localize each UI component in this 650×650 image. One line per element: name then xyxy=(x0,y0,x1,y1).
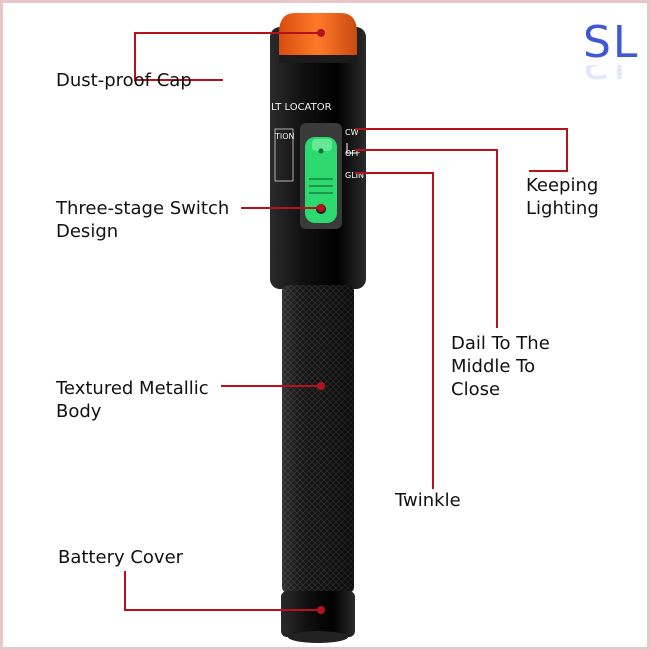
battery-cover-bottom xyxy=(288,631,348,643)
switch-grip xyxy=(309,178,333,194)
switch-mark-glint: GLINT xyxy=(345,171,369,180)
callout-dust-cap: Dust-proof Cap xyxy=(56,70,192,91)
callout-leaders xyxy=(124,29,568,614)
warning-print: TION xyxy=(274,132,295,141)
callout-battery: Battery Cover xyxy=(58,547,184,568)
callout-body: Textured Metallic Body xyxy=(56,378,209,422)
battery-cover xyxy=(281,591,355,637)
switch-mark-tick xyxy=(346,143,357,154)
callout-switch: Three-stage Switch Design xyxy=(56,198,230,242)
leader-keeping xyxy=(355,128,568,172)
leader-battery xyxy=(124,571,321,611)
leader-dot-cap xyxy=(317,29,325,37)
leader-dot-body xyxy=(317,382,325,390)
callout-keeping-lighting: Keeping Lighting xyxy=(526,175,599,219)
switch-dot xyxy=(318,148,324,154)
leader-dot-switch xyxy=(317,204,325,212)
callout-middle-close: Dail To The Middle To Close xyxy=(451,333,550,400)
brand-logo-text: SL xyxy=(583,17,640,68)
cap-ring xyxy=(279,55,357,63)
leader-dust-cap xyxy=(134,32,321,81)
leader-middle xyxy=(355,149,498,328)
switch-mark-cw: CW xyxy=(345,128,359,137)
leader-twinkle xyxy=(355,172,434,489)
warning-label-box xyxy=(274,128,294,182)
brand-logo: SL SL xyxy=(583,17,640,87)
callout-twinkle: Twinkle xyxy=(395,490,461,511)
pen-illustration: LT LOCATOR TION CW OFF GLINT xyxy=(124,13,568,643)
device-print: LT LOCATOR xyxy=(271,102,332,113)
leader-dot-battery xyxy=(317,606,325,614)
body-shading xyxy=(282,285,354,593)
switch-highlight xyxy=(312,139,332,151)
